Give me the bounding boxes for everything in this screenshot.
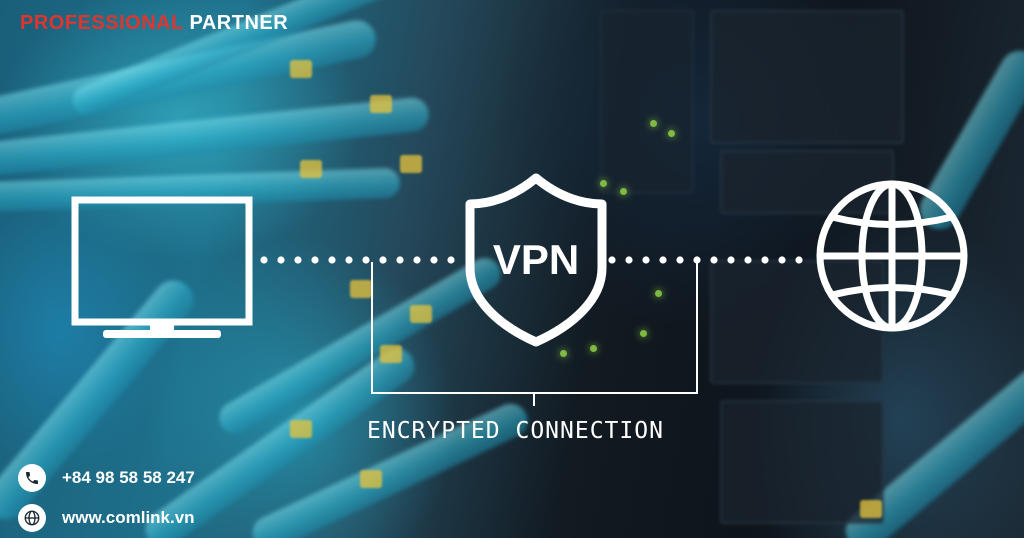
monitor-icon <box>71 196 253 338</box>
dotted-line-right <box>608 256 803 264</box>
globe-icon <box>816 180 968 332</box>
web-globe-icon <box>18 504 46 532</box>
brand-title: PROFESSIONAL PARTNER <box>20 12 288 35</box>
shield-icon: VPN <box>465 173 607 347</box>
shield-label: VPN <box>493 236 579 283</box>
connection-bracket <box>371 262 698 406</box>
encrypted-connection-caption: ENCRYPTED CONNECTION <box>367 418 664 444</box>
phone-icon <box>18 464 46 492</box>
brand-part-2: PARTNER <box>189 12 289 34</box>
phone-number: +84 98 58 58 247 <box>62 468 195 487</box>
brand-part-1: PROFESSIONAL <box>20 12 184 34</box>
website-contact[interactable]: www.comlink.vn <box>18 504 195 532</box>
dotted-line-left <box>260 256 455 264</box>
website-link[interactable]: www.comlink.vn <box>62 508 195 527</box>
phone-contact[interactable]: +84 98 58 58 247 <box>18 464 195 492</box>
